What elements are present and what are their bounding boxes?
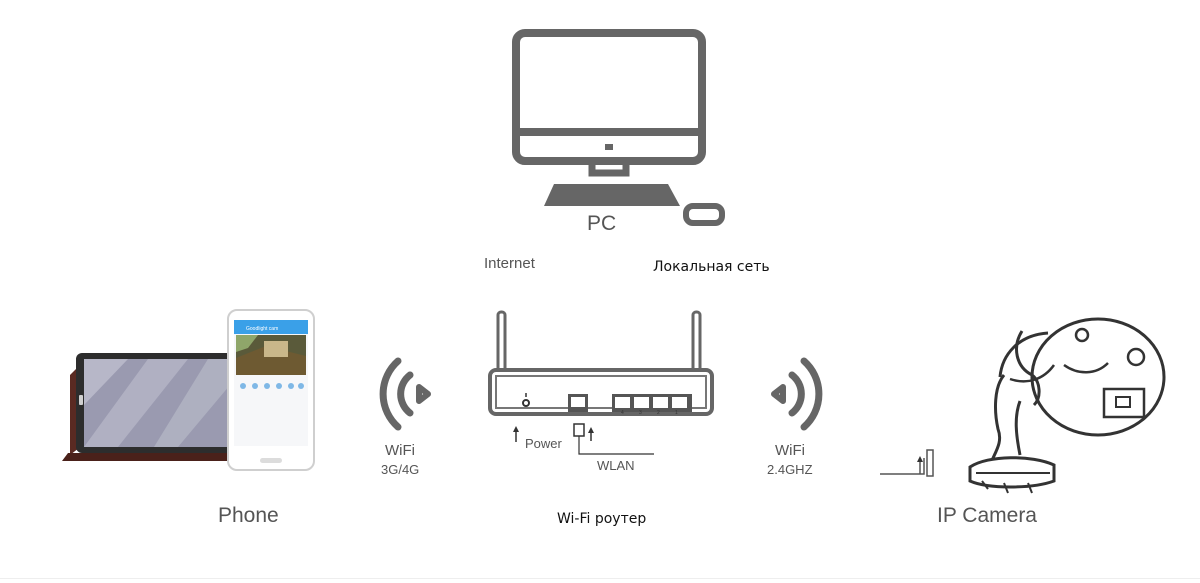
pc-monitor-icon [512,29,725,226]
router-wlan-label: WLAN [597,458,635,473]
pc-label: PC [587,212,617,235]
internet-label: Internet [484,255,535,272]
phone-app-header: Goodlight cam [246,326,279,332]
phone-label: Phone [218,504,279,527]
router-port-1: 1 [675,410,678,416]
wifi-right-label: WiFi [775,442,805,459]
router-label: Wi-Fi роутер [557,511,647,527]
router-port-2: 2 [657,410,660,416]
wifi-left-sub: 3G/4G [381,462,420,477]
phone-icon [227,309,315,471]
wifi-left-label: WiFi [385,442,415,459]
router-power-label: Power [525,436,562,451]
wifi-left-icon [379,357,431,431]
bottom-divider [0,578,1200,579]
lan-label: Локальная сеть [653,259,770,275]
ip-camera-label: IP Camera [937,504,1037,527]
wifi-right-icon [771,357,823,431]
router-port-4: 4 [621,410,624,416]
cable-icon [880,449,934,477]
router-port-3: 3 [639,410,642,416]
tablet-icon [62,353,248,461]
router-icon [488,310,714,455]
wifi-right-sub: 2.4GHZ [767,462,813,477]
ip-camera-icon [968,317,1166,494]
